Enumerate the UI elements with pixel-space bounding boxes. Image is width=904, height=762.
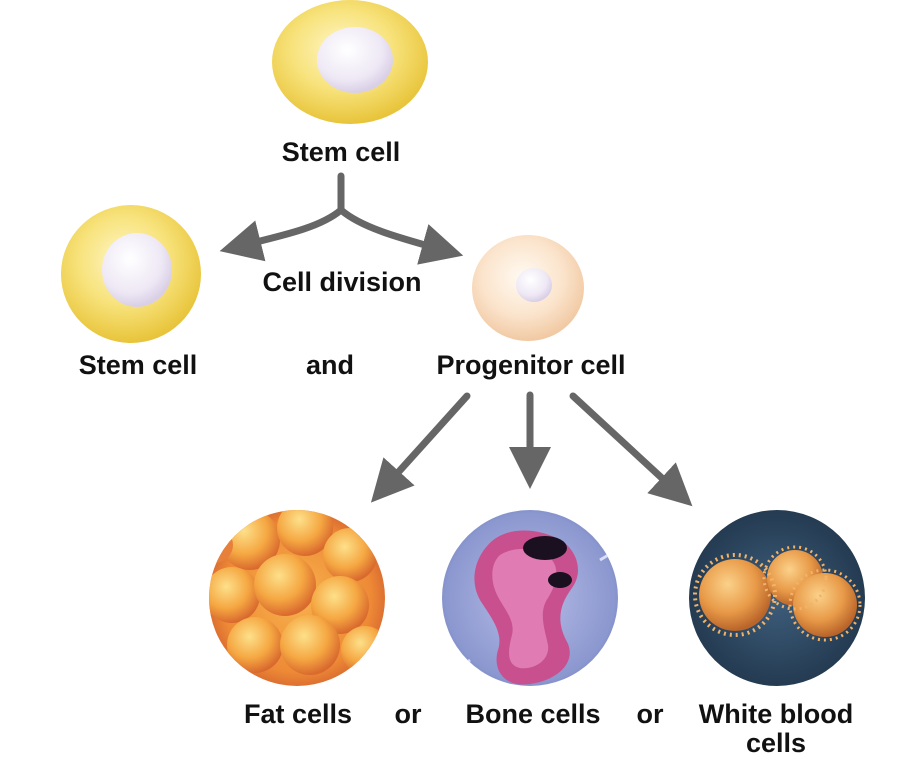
division-left-arrow — [219, 206, 345, 262]
and-label: and — [305, 350, 355, 380]
left-stem-cell-label: Stem cell — [78, 350, 198, 380]
arrow-to-white-blood-cells — [569, 392, 693, 507]
differentiation-arrows — [370, 391, 693, 507]
or-label-1: or — [394, 699, 422, 729]
cell-division-label: Cell division — [262, 267, 422, 297]
bone-cells-label: Bone cells — [465, 699, 601, 729]
or-label-2: or — [636, 699, 664, 729]
top-stem-cell-label: Stem cell — [281, 137, 401, 167]
cell-division-arrows — [219, 172, 464, 265]
arrow-to-fat-cells — [370, 392, 471, 503]
white-blood-cells-micrograph-icon — [689, 510, 865, 686]
top-stem-cell-icon — [272, 0, 428, 124]
division-right-arrow — [337, 206, 464, 265]
progenitor-cell-label: Progenitor cell — [436, 350, 626, 380]
bone-cells-micrograph-icon — [442, 510, 618, 686]
left-stem-cell-icon — [61, 205, 201, 343]
white-blood-cells-label: White blood cells — [698, 699, 854, 758]
fat-cells-micrograph-icon — [209, 510, 385, 686]
fat-cells-label: Fat cells — [243, 699, 353, 729]
progenitor-cell-icon — [472, 235, 584, 341]
